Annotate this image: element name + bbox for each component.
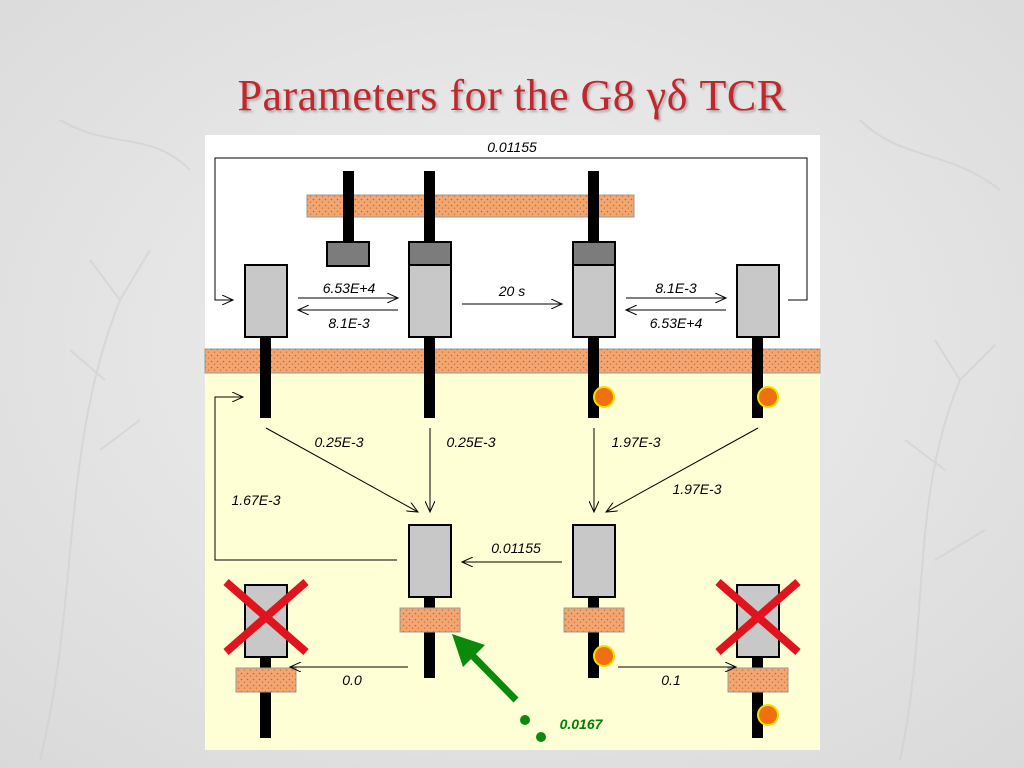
rate-top-loop: 0.01155: [487, 139, 537, 155]
cross-icon: [715, 578, 801, 656]
receptor-bound-cap: [408, 241, 452, 267]
ligand-head: [326, 241, 370, 267]
rate-decay-a: 0.25E-3: [314, 434, 363, 450]
phosphate-dot: [593, 645, 615, 667]
phosphate-dot: [757, 704, 779, 726]
green-dot: [520, 715, 530, 725]
receptor-internalized-phosphorylated: [572, 524, 616, 598]
receptor-tail: [260, 650, 271, 738]
apc-membrane: [306, 194, 635, 218]
extracellular-region: [205, 135, 820, 367]
receptor-bound-cap: [572, 241, 616, 267]
rate-middle-transfer: 0.01155: [491, 540, 541, 556]
ligand-stalk: [424, 171, 435, 243]
receptor-tail: [260, 330, 271, 418]
arrow-recycle: [214, 397, 397, 561]
receptor-tail: [424, 590, 435, 678]
rate-bind-on-left: 6.53E+4: [323, 280, 376, 296]
ligand-stalk: [588, 171, 599, 243]
phosphate-dot: [593, 386, 615, 408]
slide-title: Parameters for the G8 γδ TCR: [237, 71, 787, 120]
rate-signal-time: 20 s: [498, 283, 525, 299]
cross-icon: [223, 578, 309, 656]
receptor-tail: [424, 330, 435, 418]
rate-decay-c: 1.97E-3: [611, 434, 660, 450]
rate-bottom-right: 0.1: [661, 672, 680, 688]
ligand-stalk: [343, 171, 354, 243]
rate-green-input: 0.0167: [560, 716, 604, 732]
receptor-bound-phosphorylated: [572, 264, 616, 338]
receptor-free-phosphorylated: [736, 264, 780, 338]
receptor-tail: [588, 330, 599, 418]
receptor-tail: [752, 330, 763, 418]
receptor-bound: [408, 264, 452, 338]
green-dot: [536, 732, 546, 742]
rate-decay-d: 1.97E-3: [672, 481, 721, 497]
rate-bind-off-left: 8.1E-3: [328, 315, 369, 331]
vesicle-membrane: [399, 607, 461, 633]
rate-bind-on-right: 6.53E+4: [650, 315, 703, 331]
phosphate-dot: [757, 386, 779, 408]
receptor-tail: [752, 650, 763, 738]
arrow-decay-a: [265, 427, 418, 512]
rate-bind-off-right: 8.1E-3: [655, 280, 696, 296]
vesicle-membrane: [563, 607, 625, 633]
receptor-free: [244, 264, 288, 338]
cytoplasm-region: [205, 367, 820, 750]
rate-recycle: 1.67E-3: [231, 492, 280, 508]
receptor-internalized: [408, 524, 452, 598]
green-arrow-icon: [452, 634, 519, 703]
rate-bottom-left: 0.0: [342, 672, 362, 688]
vesicle-membrane: [727, 667, 789, 693]
arrow-decay-d: [606, 427, 759, 512]
receptor-tail: [588, 590, 599, 678]
vesicle-membrane: [235, 667, 297, 693]
top-loop-right: [430, 157, 808, 301]
cell-membrane: [204, 348, 821, 374]
rate-decay-b: 0.25E-3: [446, 434, 495, 450]
top-loop-arrow: [214, 157, 430, 300]
